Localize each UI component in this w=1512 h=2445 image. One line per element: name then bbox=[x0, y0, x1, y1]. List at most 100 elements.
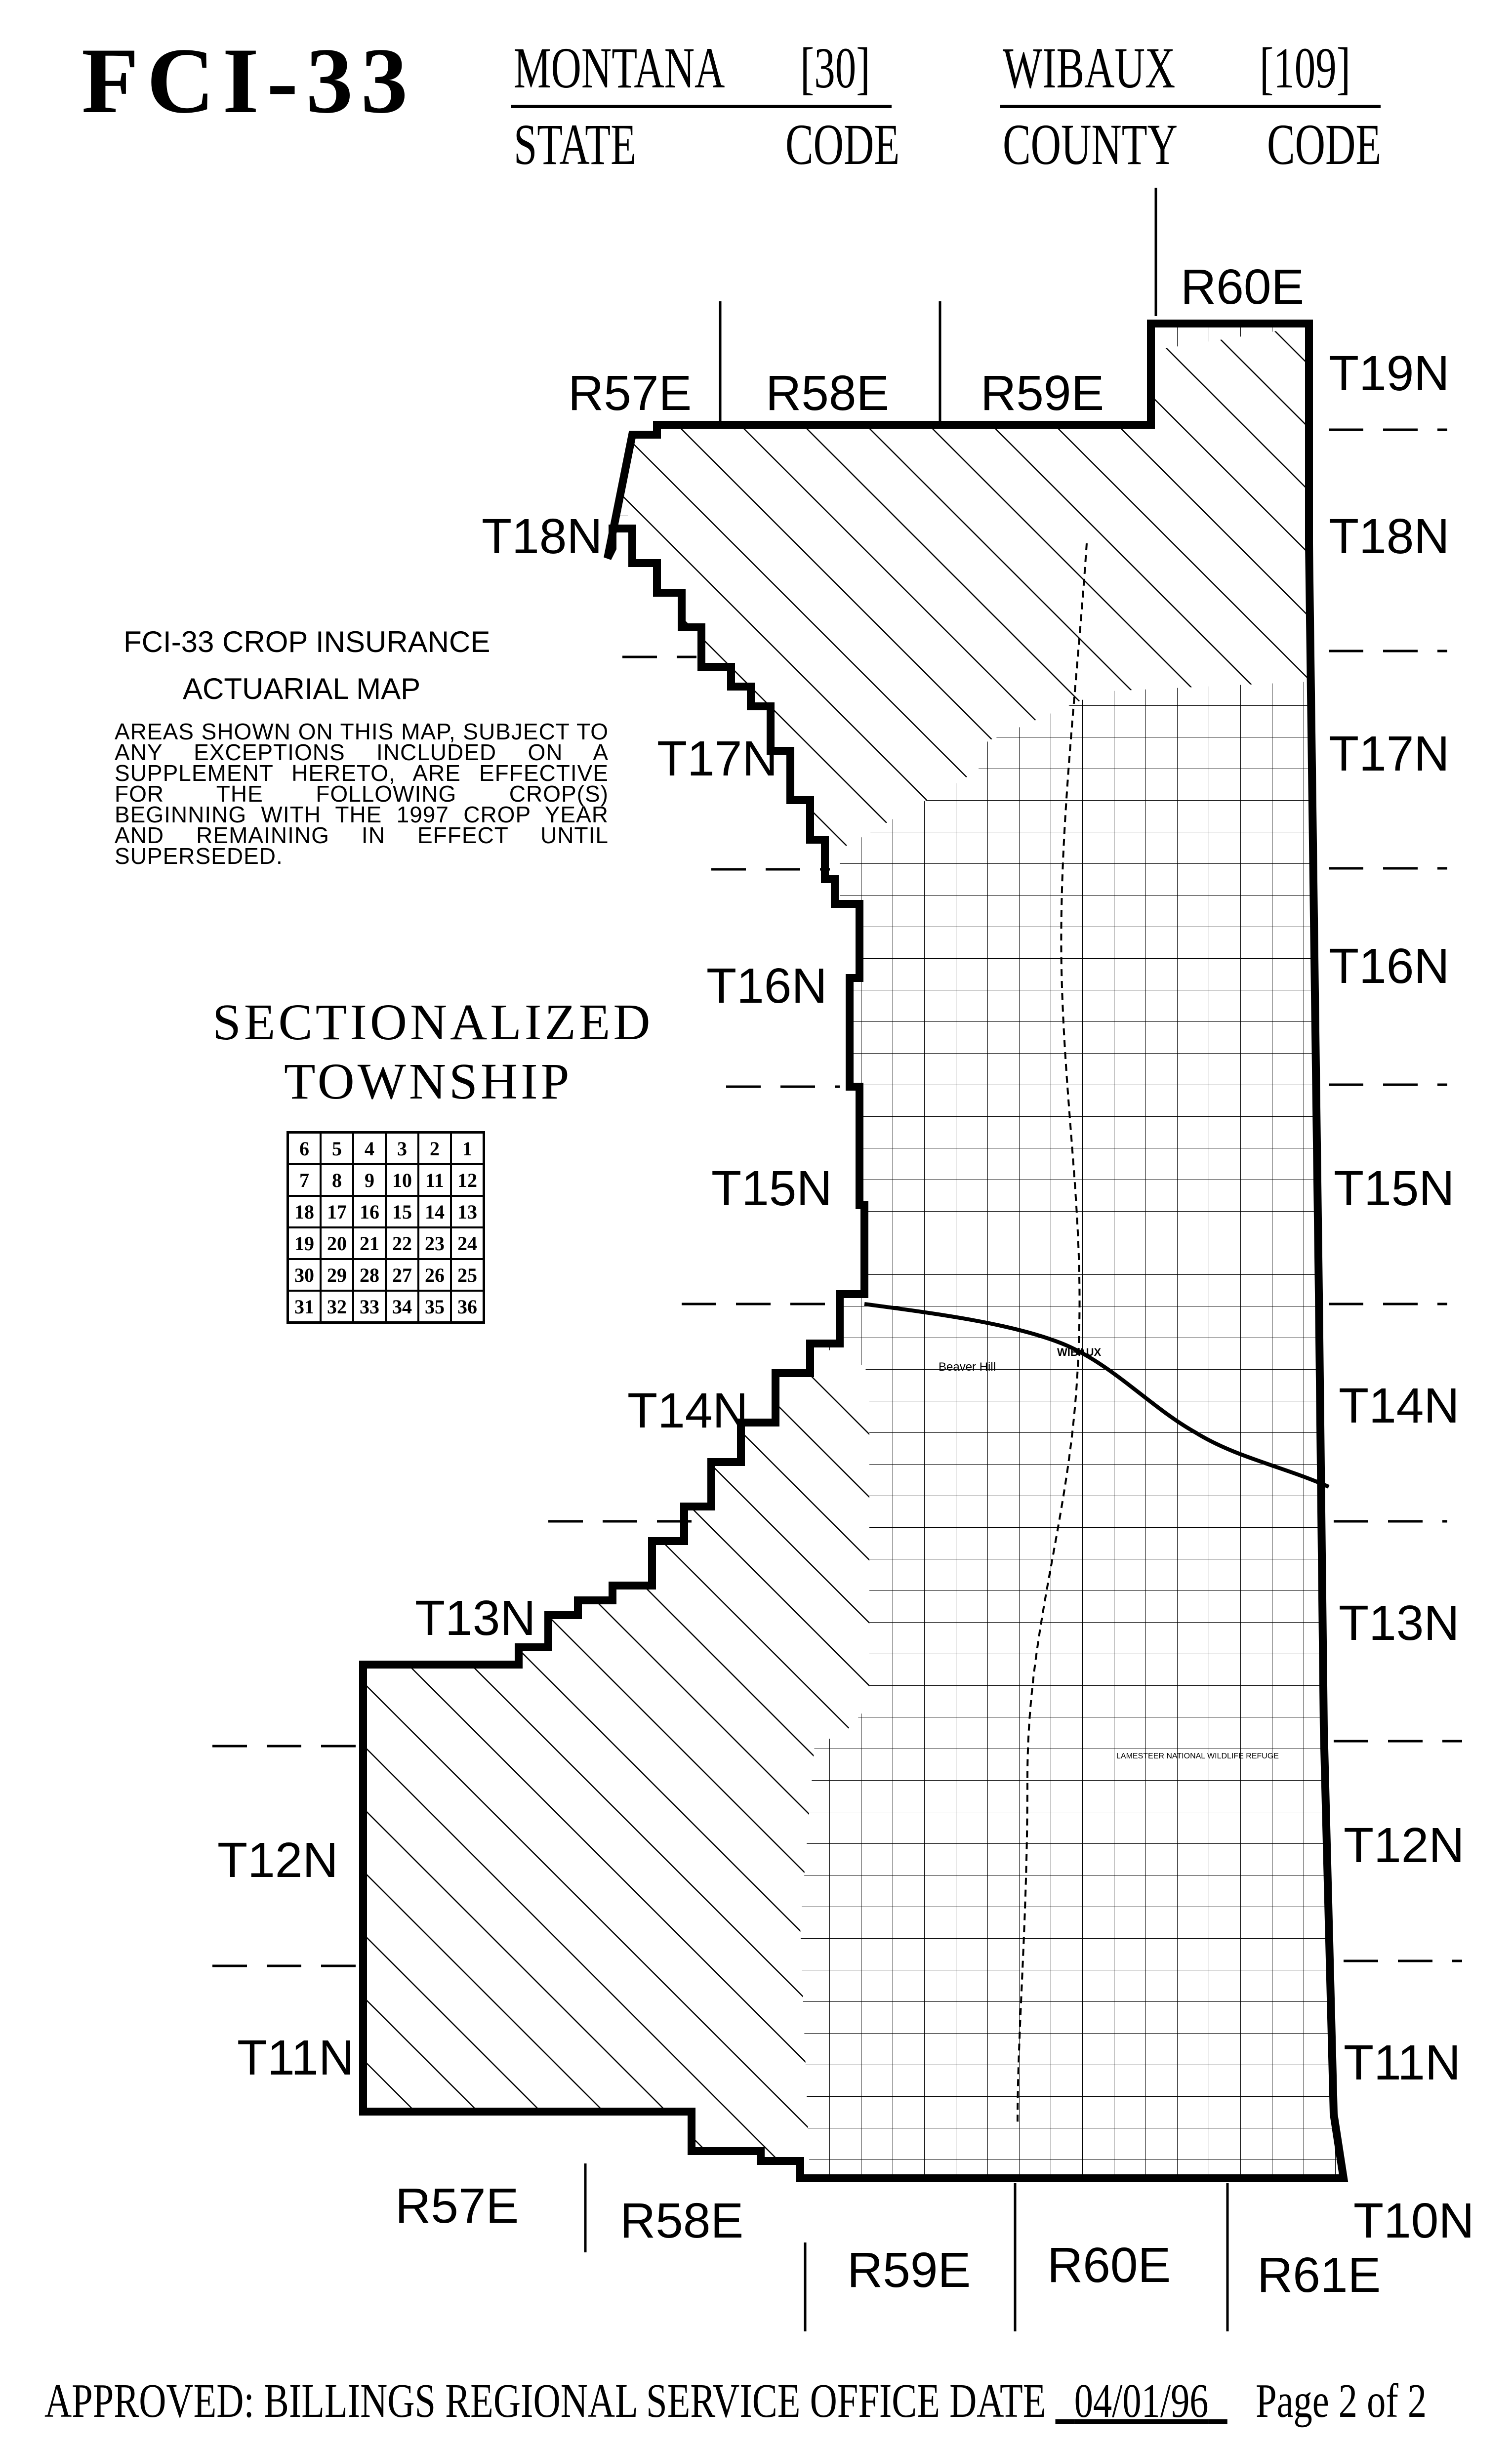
section-cell: 1 bbox=[450, 1131, 485, 1165]
range-label-bottom-r59e: R59E bbox=[847, 2242, 971, 2298]
section-cell: 35 bbox=[417, 1290, 452, 1324]
range-label-top-r57e: R57E bbox=[568, 366, 692, 421]
township-label-right-t12n: T12N bbox=[1344, 1818, 1465, 1873]
township-label-right-t11n: T11N bbox=[1344, 2035, 1461, 2090]
section-cell: 31 bbox=[286, 1290, 322, 1324]
section-cell: 18 bbox=[286, 1195, 322, 1228]
hatched-area-south bbox=[363, 1344, 869, 2178]
section-cell: 12 bbox=[450, 1163, 485, 1197]
place-label-refuge: LAMESTEER NATIONAL WILDLIFE REFUGE bbox=[1116, 1752, 1279, 1760]
township-label-right-t18n: T18N bbox=[1329, 509, 1450, 564]
township-ticks bbox=[212, 428, 1462, 1967]
township-title: TOWNSHIP bbox=[284, 1053, 572, 1110]
section-cell: 22 bbox=[385, 1226, 419, 1260]
state-underline bbox=[511, 105, 892, 108]
township-label-left-t16n: T16N bbox=[706, 958, 827, 1014]
place-label-beaver-hill: Beaver Hill bbox=[939, 1360, 996, 1374]
section-cell: 30 bbox=[286, 1258, 322, 1292]
state-code-label: CODE bbox=[785, 112, 900, 177]
approval-footer: APPROVED: BILLINGS REGIONAL SERVICE OFFI… bbox=[44, 2373, 1427, 2429]
range-label-bottom-r61e: R61E bbox=[1257, 2247, 1381, 2303]
section-cell: 16 bbox=[352, 1195, 387, 1228]
form-title: FCI-33 bbox=[82, 29, 416, 133]
township-label-left-t12n: T12N bbox=[217, 1833, 338, 1888]
section-cell: 10 bbox=[385, 1163, 419, 1197]
section-cell: 3 bbox=[385, 1131, 419, 1165]
section-cell: 5 bbox=[320, 1131, 354, 1165]
township-label-right-t17n: T17N bbox=[1329, 726, 1450, 781]
page-indicator: Page 2 of 2 bbox=[1256, 2374, 1427, 2428]
section-cell: 7 bbox=[286, 1163, 322, 1197]
section-cell: 2 bbox=[417, 1131, 452, 1165]
township-label-left-t17n: T17N bbox=[657, 731, 778, 786]
range-label-bottom-r58e: R58E bbox=[620, 2193, 743, 2248]
info-subtitle: ACTUARIAL MAP bbox=[183, 672, 421, 705]
range-label-bottom-r60e: R60E bbox=[1047, 2238, 1171, 2293]
section-cell: 33 bbox=[352, 1290, 387, 1324]
county-code: [109] bbox=[1260, 36, 1351, 100]
section-cell: 15 bbox=[385, 1195, 419, 1228]
range-label-top-r58e: R58E bbox=[766, 366, 889, 421]
approval-date: 04/01/96 bbox=[1074, 2374, 1209, 2428]
section-cell: 8 bbox=[320, 1163, 354, 1197]
section-cell: 13 bbox=[450, 1195, 485, 1228]
state-code: [30] bbox=[800, 36, 870, 100]
county-label: COUNTY bbox=[1003, 112, 1178, 177]
section-cell: 11 bbox=[417, 1163, 452, 1197]
section-cell: 14 bbox=[417, 1195, 452, 1228]
section-cell: 34 bbox=[385, 1290, 419, 1324]
sectionalized-title: SECTIONALIZED bbox=[212, 994, 654, 1051]
section-cell: 19 bbox=[286, 1226, 322, 1260]
section-cell: 23 bbox=[417, 1226, 452, 1260]
section-cell: 4 bbox=[352, 1131, 387, 1165]
section-cell: 29 bbox=[320, 1258, 354, 1292]
range-ticks bbox=[584, 188, 1229, 2331]
section-cell: 6 bbox=[286, 1131, 322, 1165]
section-cell: 24 bbox=[450, 1226, 485, 1260]
info-title: FCI-33 CROP INSURANCE bbox=[123, 625, 490, 658]
county-underline bbox=[1000, 105, 1381, 108]
township-label-left-t14n: T14N bbox=[627, 1383, 748, 1438]
township-label-right-t15n: T15N bbox=[1334, 1161, 1455, 1216]
section-cell: 32 bbox=[320, 1290, 354, 1324]
range-label-top-r59e: R59E bbox=[981, 366, 1104, 421]
section-cell: 20 bbox=[320, 1226, 354, 1260]
township-label-left-t15n: T15N bbox=[711, 1161, 832, 1216]
township-label-left-t11n: T11N bbox=[237, 2030, 354, 2085]
state-label: STATE bbox=[514, 112, 637, 177]
township-label-left-t13n: T13N bbox=[415, 1590, 536, 1646]
approved-label: APPROVED: bbox=[44, 2374, 254, 2428]
section-cell: 28 bbox=[352, 1258, 387, 1292]
township-label-left-t18n: T18N bbox=[482, 509, 603, 564]
approving-office: BILLINGS REGIONAL SERVICE OFFICE bbox=[263, 2374, 940, 2428]
county-name: WIBAUX bbox=[1003, 36, 1176, 100]
section-cell: 26 bbox=[417, 1258, 452, 1292]
info-body: AREAS SHOWN ON THIS MAP, SUBJECT TO ANY … bbox=[115, 719, 609, 869]
range-label-bottom-r57e: R57E bbox=[395, 2178, 519, 2234]
hatched-area-north bbox=[608, 326, 1309, 938]
section-cell: 25 bbox=[450, 1258, 485, 1292]
range-label-top-r60e: R60E bbox=[1181, 259, 1304, 315]
section-cell: 17 bbox=[320, 1195, 354, 1228]
township-label-right-t10n: T10N bbox=[1353, 2193, 1474, 2248]
place-label-wibaux: WIBAUX bbox=[1057, 1346, 1102, 1358]
county-code-label: CODE bbox=[1267, 112, 1382, 177]
section-cell: 27 bbox=[385, 1258, 419, 1292]
township-label-right-t13n: T13N bbox=[1339, 1595, 1460, 1651]
state-name: MONTANA bbox=[514, 36, 725, 100]
interstate-line bbox=[864, 1302, 1330, 1489]
township-label-right-t19n: T19N bbox=[1329, 346, 1450, 401]
section-cell: 21 bbox=[352, 1226, 387, 1260]
township-label-right-t14n: T14N bbox=[1339, 1378, 1460, 1433]
township-label-right-t16n: T16N bbox=[1329, 938, 1450, 994]
date-label: DATE bbox=[949, 2374, 1046, 2428]
section-cell: 36 bbox=[450, 1290, 485, 1324]
